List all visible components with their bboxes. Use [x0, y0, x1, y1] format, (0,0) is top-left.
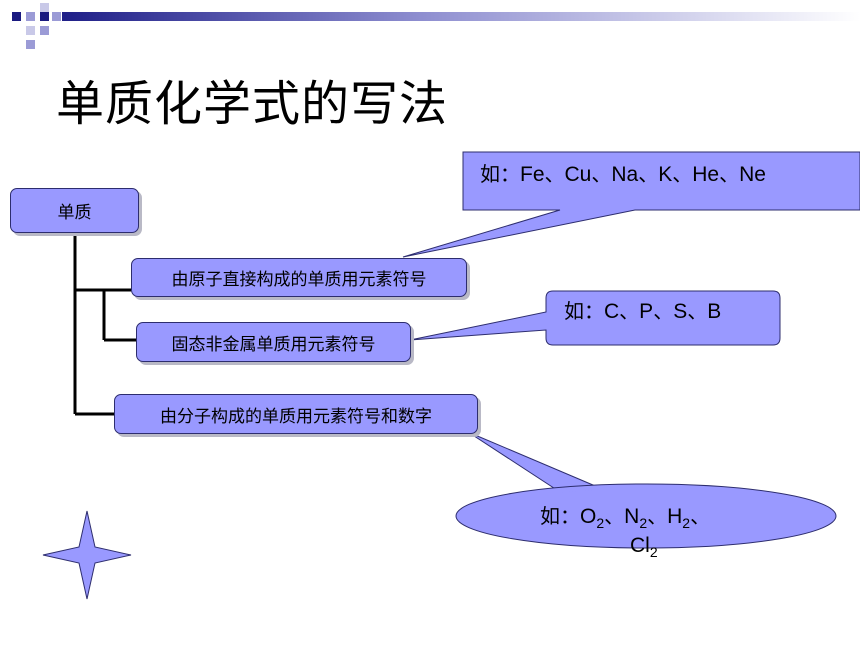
header-square: [40, 26, 49, 35]
callout-separator: 、: [544, 162, 565, 186]
callout-molecules-shape: [455, 483, 837, 549]
header-square: [52, 12, 61, 21]
callout-solid-nonmetal-item: B: [707, 300, 722, 323]
callout-separator: 、: [719, 162, 740, 186]
formula-cl2: Cl2: [630, 534, 658, 560]
callout-solid-nonmetal-text: 如：C、P、S、B: [564, 298, 721, 325]
callout-atoms-shape: [402, 151, 860, 258]
formula-n2: N2: [624, 505, 648, 531]
branch-node-solid-nonmetal-label: 固态非金属单质用元素符号: [171, 334, 376, 355]
callout-separator: 、: [647, 504, 668, 528]
root-node: 单质: [10, 188, 139, 233]
header-square: [12, 12, 21, 21]
tree-connectors: [73, 233, 136, 416]
header-square: [26, 40, 35, 49]
callout-solid-nonmetal-item: C: [604, 300, 620, 323]
callout-separator: 、: [690, 504, 711, 528]
formula-symbol: H: [667, 505, 683, 528]
callout-molecules-text-line2: Cl2: [630, 533, 658, 559]
callout-separator: 、: [591, 162, 612, 186]
callout-atoms-item: Ne: [739, 163, 766, 186]
root-node-label: 单质: [57, 203, 92, 223]
branch-node-atoms: 由原子直接构成的单质用元素符号: [131, 258, 467, 297]
callout-separator: 、: [687, 299, 708, 323]
formula-h2: H2: [667, 505, 691, 531]
callout-separator: 、: [672, 162, 693, 186]
branch-node-atoms-label: 由原子直接构成的单质用元素符号: [171, 270, 427, 290]
formula-subscript: 2: [596, 515, 605, 531]
callout-solid-nonmetal-item: P: [639, 300, 654, 323]
callout-solid-nonmetal-item: S: [673, 300, 688, 323]
callout-separator: 、: [604, 504, 625, 528]
callout-atoms-prefix: 如：: [480, 162, 520, 186]
callout-separator: 、: [638, 162, 659, 186]
formula-subscript: 2: [649, 544, 658, 560]
callout-atoms-item: Cu: [564, 163, 592, 186]
callout-molecules-pointer: [467, 431, 601, 493]
branch-node-molecules: 由分子构成的单质用元素符号和数字: [114, 394, 478, 434]
callout-solid-nonmetal-prefix: 如：: [564, 299, 604, 323]
callout-atoms-item: Na: [611, 163, 639, 186]
callout-molecules-prefix: 如：: [540, 504, 580, 528]
branch-node-molecules-label: 由分子构成的单质用元素符号和数字: [160, 406, 432, 427]
formula-symbol: Cl: [630, 534, 650, 557]
formula-symbol: O: [580, 505, 597, 528]
callout-separator: 、: [653, 299, 674, 323]
header-square: [26, 26, 35, 35]
header-square: [26, 12, 35, 21]
header-gradient-bar: [62, 12, 860, 21]
header-square: [40, 12, 49, 21]
formula-o2: O2: [580, 505, 605, 531]
callout-atoms-item: K: [658, 163, 673, 186]
page-title: 单质化学式的写法: [56, 76, 449, 132]
callout-molecules-pointer-cover: [558, 486, 603, 493]
callout-molecules-text-line1: 如：O2、N2、H2、: [540, 503, 710, 530]
branch-node-solid-nonmetal: 固态非金属单质用元素符号: [136, 322, 411, 362]
header-square: [40, 3, 49, 12]
callout-separator: 、: [619, 299, 640, 323]
callout-atoms-item: Fe: [520, 163, 545, 186]
formula-subscript: 2: [639, 515, 648, 531]
formula-symbol: N: [624, 505, 640, 528]
four-point-star-icon: [42, 510, 132, 600]
callout-atoms-item: He: [692, 163, 720, 186]
header-band: [12, 3, 860, 49]
callout-atoms-text: 如：Fe、Cu、Na、K、He、Ne: [480, 161, 766, 188]
formula-subscript: 2: [682, 515, 691, 531]
callout-solid-nonmetal-shape: [409, 290, 781, 346]
